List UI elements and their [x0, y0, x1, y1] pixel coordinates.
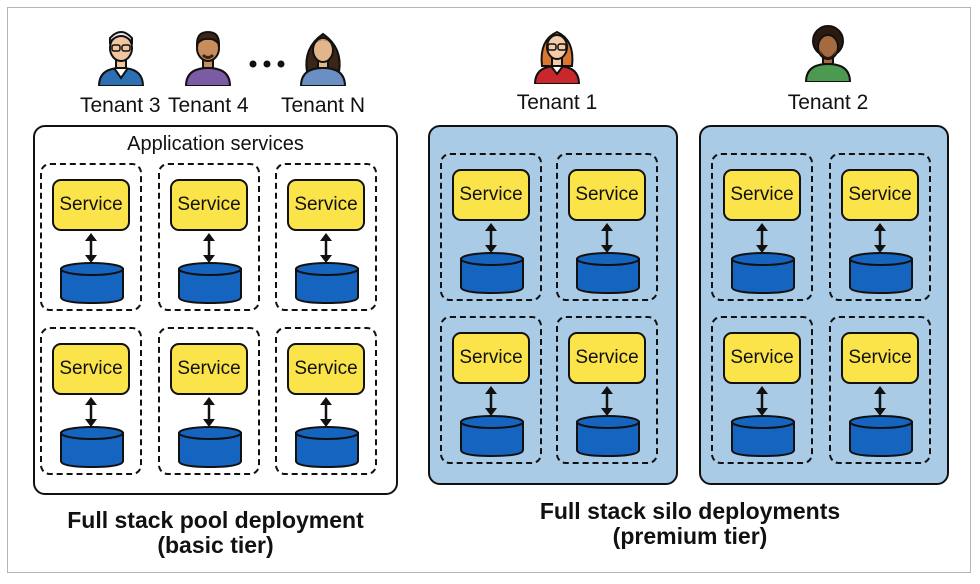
bidirectional-arrow-icon	[320, 233, 332, 263]
tenant-2-avatar-icon	[804, 25, 852, 82]
service-cell: Service	[711, 153, 813, 301]
database-icon	[460, 415, 524, 458]
bidirectional-arrow-icon	[756, 386, 768, 416]
database-icon	[731, 415, 795, 458]
tenant-n-avatar-icon	[299, 32, 347, 86]
pool-caption: Full stack pool deployment (basic tier)	[33, 508, 398, 558]
service-box: Service	[52, 343, 130, 395]
service-box: Service	[287, 179, 365, 231]
ellipsis-icon	[249, 60, 285, 68]
service-cell: Service	[440, 316, 542, 464]
pool-caption-line-1: Full stack pool deployment	[67, 507, 364, 533]
service-cell: Service	[158, 163, 260, 311]
database-icon	[60, 426, 124, 469]
bidirectional-arrow-icon	[485, 386, 497, 416]
bidirectional-arrow-icon	[874, 386, 886, 416]
database-icon	[295, 262, 359, 305]
service-box: Service	[723, 169, 801, 221]
service-box: Service	[841, 332, 919, 384]
tenant-3-avatar-icon	[97, 31, 145, 86]
bidirectional-arrow-icon	[485, 223, 497, 253]
database-icon	[849, 415, 913, 458]
bidirectional-arrow-icon	[203, 233, 215, 263]
service-cell: Service	[275, 163, 377, 311]
database-icon	[178, 426, 242, 469]
database-icon	[731, 252, 795, 295]
bidirectional-arrow-icon	[203, 397, 215, 427]
application-services-title: Application services	[127, 133, 304, 155]
tenant-3-label: Tenant 3	[80, 94, 161, 117]
database-icon	[60, 262, 124, 305]
silo-caption-line-1: Full stack silo deployments	[539, 498, 841, 524]
service-cell: Service	[440, 153, 542, 301]
service-cell: Service	[711, 316, 813, 464]
service-box: Service	[170, 179, 248, 231]
service-cell: Service	[40, 163, 142, 311]
bidirectional-arrow-icon	[756, 223, 768, 253]
service-cell: Service	[556, 316, 658, 464]
service-box: Service	[52, 179, 130, 231]
bidirectional-arrow-icon	[601, 223, 613, 253]
database-icon	[576, 252, 640, 295]
bidirectional-arrow-icon	[320, 397, 332, 427]
service-box: Service	[568, 169, 646, 221]
service-box: Service	[287, 343, 365, 395]
service-box: Service	[170, 343, 248, 395]
pool-caption-line-2: (basic tier)	[157, 532, 274, 558]
database-icon	[460, 252, 524, 295]
silo-caption: Full stack silo deployments (premium tie…	[520, 499, 860, 549]
service-box: Service	[568, 332, 646, 384]
database-icon	[576, 415, 640, 458]
tenant-4-label: Tenant 4	[168, 94, 249, 117]
service-cell: Service	[556, 153, 658, 301]
database-icon	[178, 262, 242, 305]
bidirectional-arrow-icon	[85, 397, 97, 427]
tenant-4-avatar-icon	[184, 30, 232, 86]
service-cell: Service	[829, 316, 931, 464]
service-box: Service	[452, 332, 530, 384]
service-box: Service	[723, 332, 801, 384]
tenant-2-label: Tenant 2	[787, 91, 869, 114]
service-box: Service	[841, 169, 919, 221]
service-cell: Service	[40, 327, 142, 475]
silo-caption-line-2: (premium tier)	[612, 523, 768, 549]
diagram-frame	[7, 7, 971, 573]
bidirectional-arrow-icon	[874, 223, 886, 253]
service-cell: Service	[275, 327, 377, 475]
database-icon	[849, 252, 913, 295]
service-cell: Service	[158, 327, 260, 475]
database-icon	[295, 426, 359, 469]
service-cell: Service	[829, 153, 931, 301]
bidirectional-arrow-icon	[601, 386, 613, 416]
tenant-n-label: Tenant N	[280, 94, 366, 117]
tenant-1-label: Tenant 1	[516, 91, 598, 114]
bidirectional-arrow-icon	[85, 233, 97, 263]
service-box: Service	[452, 169, 530, 221]
tenant-1-avatar-icon	[533, 30, 581, 84]
